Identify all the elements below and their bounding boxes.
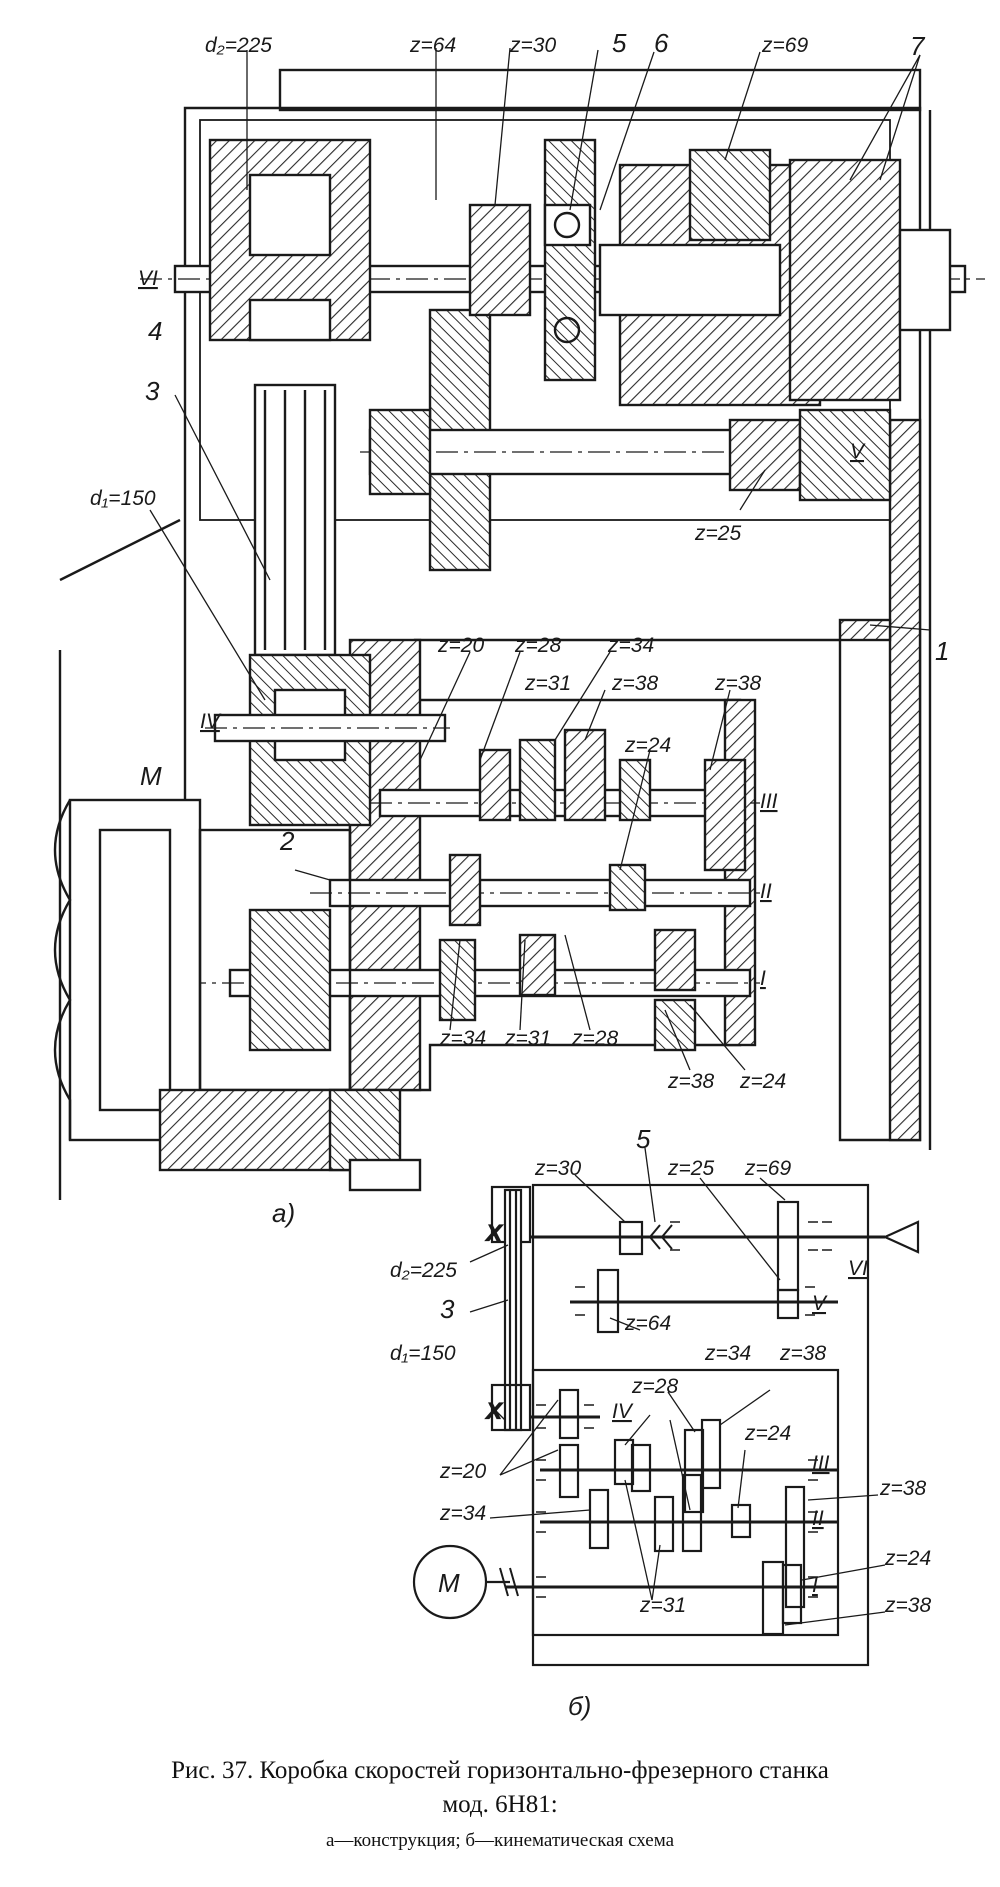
- label-z38-top-b: z=38: [714, 672, 761, 695]
- scheme-gear-z25: [776, 1288, 800, 1320]
- motor-fins: [53, 799, 72, 1140]
- caption-line-2: мод. 6Н81:: [442, 1791, 558, 1818]
- leader-lines-a: [149, 47, 931, 1071]
- label-z64-top: z=64: [409, 34, 456, 57]
- labels-construction: d₂=225 z=64 z=30 5 6 z=69 7 VI 4 3 d₁=15…: [90, 28, 949, 1228]
- label-III-top: III: [760, 790, 778, 813]
- label-M-top: M: [140, 761, 162, 791]
- label-6-top: 6: [654, 28, 669, 58]
- label-z28-top: z=28: [514, 634, 561, 657]
- label-s-z38c: z=38: [884, 1594, 931, 1617]
- label-s-d2: d₂=225: [390, 1259, 457, 1282]
- label-b-mark: б): [568, 1691, 591, 1721]
- label-z38-bot-a: z=38: [667, 1070, 714, 1093]
- label-z38-top-a: z=38: [611, 672, 658, 695]
- label-s-3: 3: [440, 1294, 455, 1324]
- label-z30-top: z=30: [509, 34, 556, 57]
- svg-text:X: X: [486, 1400, 502, 1423]
- label-VI-top: VI: [138, 267, 158, 290]
- scheme-gear-z69: [776, 1200, 800, 1292]
- label-s-z20: z=20: [439, 1460, 486, 1483]
- label-s-V: V: [812, 1292, 828, 1315]
- label-3-top: 3: [145, 376, 160, 406]
- label-z31-bot-a: z=31: [504, 1027, 551, 1050]
- scheme-inner-frame: [531, 1368, 840, 1637]
- label-s-M: M: [438, 1568, 460, 1598]
- gear-z30: [468, 203, 532, 317]
- label-s-z24b: z=24: [884, 1547, 931, 1570]
- label-s-III: III: [812, 1452, 830, 1475]
- label-z31-top-a: z=31: [524, 672, 571, 695]
- housing-top-band: [278, 68, 922, 112]
- caption-line-3: а—конструкция; б—кинематическая схема: [325, 1830, 675, 1851]
- label-z25-top: z=25: [694, 522, 741, 545]
- label-z69-top: z=69: [761, 34, 808, 57]
- label-d1-top: d₁=150: [90, 487, 156, 510]
- label-s-VI: VI: [848, 1257, 868, 1280]
- label-z24-bot-a: z=24: [739, 1070, 786, 1093]
- label-s-d1: d₁=150: [390, 1342, 456, 1365]
- construction-drawing: [53, 68, 985, 1200]
- gear-z69: [688, 148, 772, 242]
- label-s-I: I: [812, 1574, 818, 1597]
- label-z20-top: z=20: [437, 634, 484, 657]
- label-s-z64: z=64: [624, 1312, 671, 1335]
- label-s-z31: z=31: [639, 1594, 686, 1617]
- label-II-top: II: [760, 880, 772, 903]
- label-s-z69: z=69: [744, 1157, 791, 1180]
- svg-text:X: X: [486, 1222, 502, 1245]
- gear-z25: [728, 418, 802, 492]
- motor-M: [68, 798, 202, 1142]
- label-s-z28: z=28: [631, 1375, 678, 1398]
- label-4-top: 4: [148, 316, 162, 346]
- label-s-z30: z=30: [534, 1157, 581, 1180]
- scheme-belt: [503, 1188, 523, 1432]
- scheme-gear-z20-a: [558, 1388, 580, 1440]
- label-7-top: 7: [910, 31, 926, 61]
- label-z34-bot-a: z=34: [439, 1027, 486, 1050]
- label-V-top: V: [850, 440, 866, 463]
- label-s-z25: z=25: [667, 1157, 714, 1180]
- label-s-5: 5: [636, 1124, 651, 1154]
- label-z34-top-a: z=34: [607, 634, 654, 657]
- label-s-z24a: z=24: [744, 1422, 791, 1445]
- label-d2-top: d₂=225: [205, 34, 272, 57]
- label-z24-top: z=24: [624, 734, 671, 757]
- scheme-gear-z64: [596, 1268, 620, 1334]
- label-z28-bot-a: z=28: [571, 1027, 618, 1050]
- label-5-top: 5: [612, 28, 627, 58]
- label-s-z38b: z=38: [879, 1477, 926, 1500]
- kinematic-scheme: X X: [412, 1147, 920, 1667]
- label-s-z34a: z=34: [704, 1342, 751, 1365]
- label-2-top: 2: [279, 826, 295, 856]
- label-1-top: 1: [935, 636, 949, 666]
- label-s-z38a: z=38: [779, 1342, 826, 1365]
- label-s-II: II: [812, 1507, 824, 1530]
- label-I-top: I: [760, 967, 766, 990]
- label-s-z34b: z=34: [439, 1502, 486, 1525]
- caption-line-1: Рис. 37. Коробка скоростей горизонтально…: [171, 1757, 829, 1784]
- label-s-IV: IV: [612, 1400, 634, 1423]
- label-IV-top: IV: [200, 710, 222, 733]
- label-a-mark: а): [272, 1198, 295, 1228]
- right-wall: [888, 418, 922, 1142]
- labels-kinematic: z=30 5 z=25 z=69 d₂=225 VI 3 V z=64 d₁=1…: [390, 1124, 931, 1721]
- v-belt: [253, 383, 337, 657]
- bearing-6: [543, 203, 592, 247]
